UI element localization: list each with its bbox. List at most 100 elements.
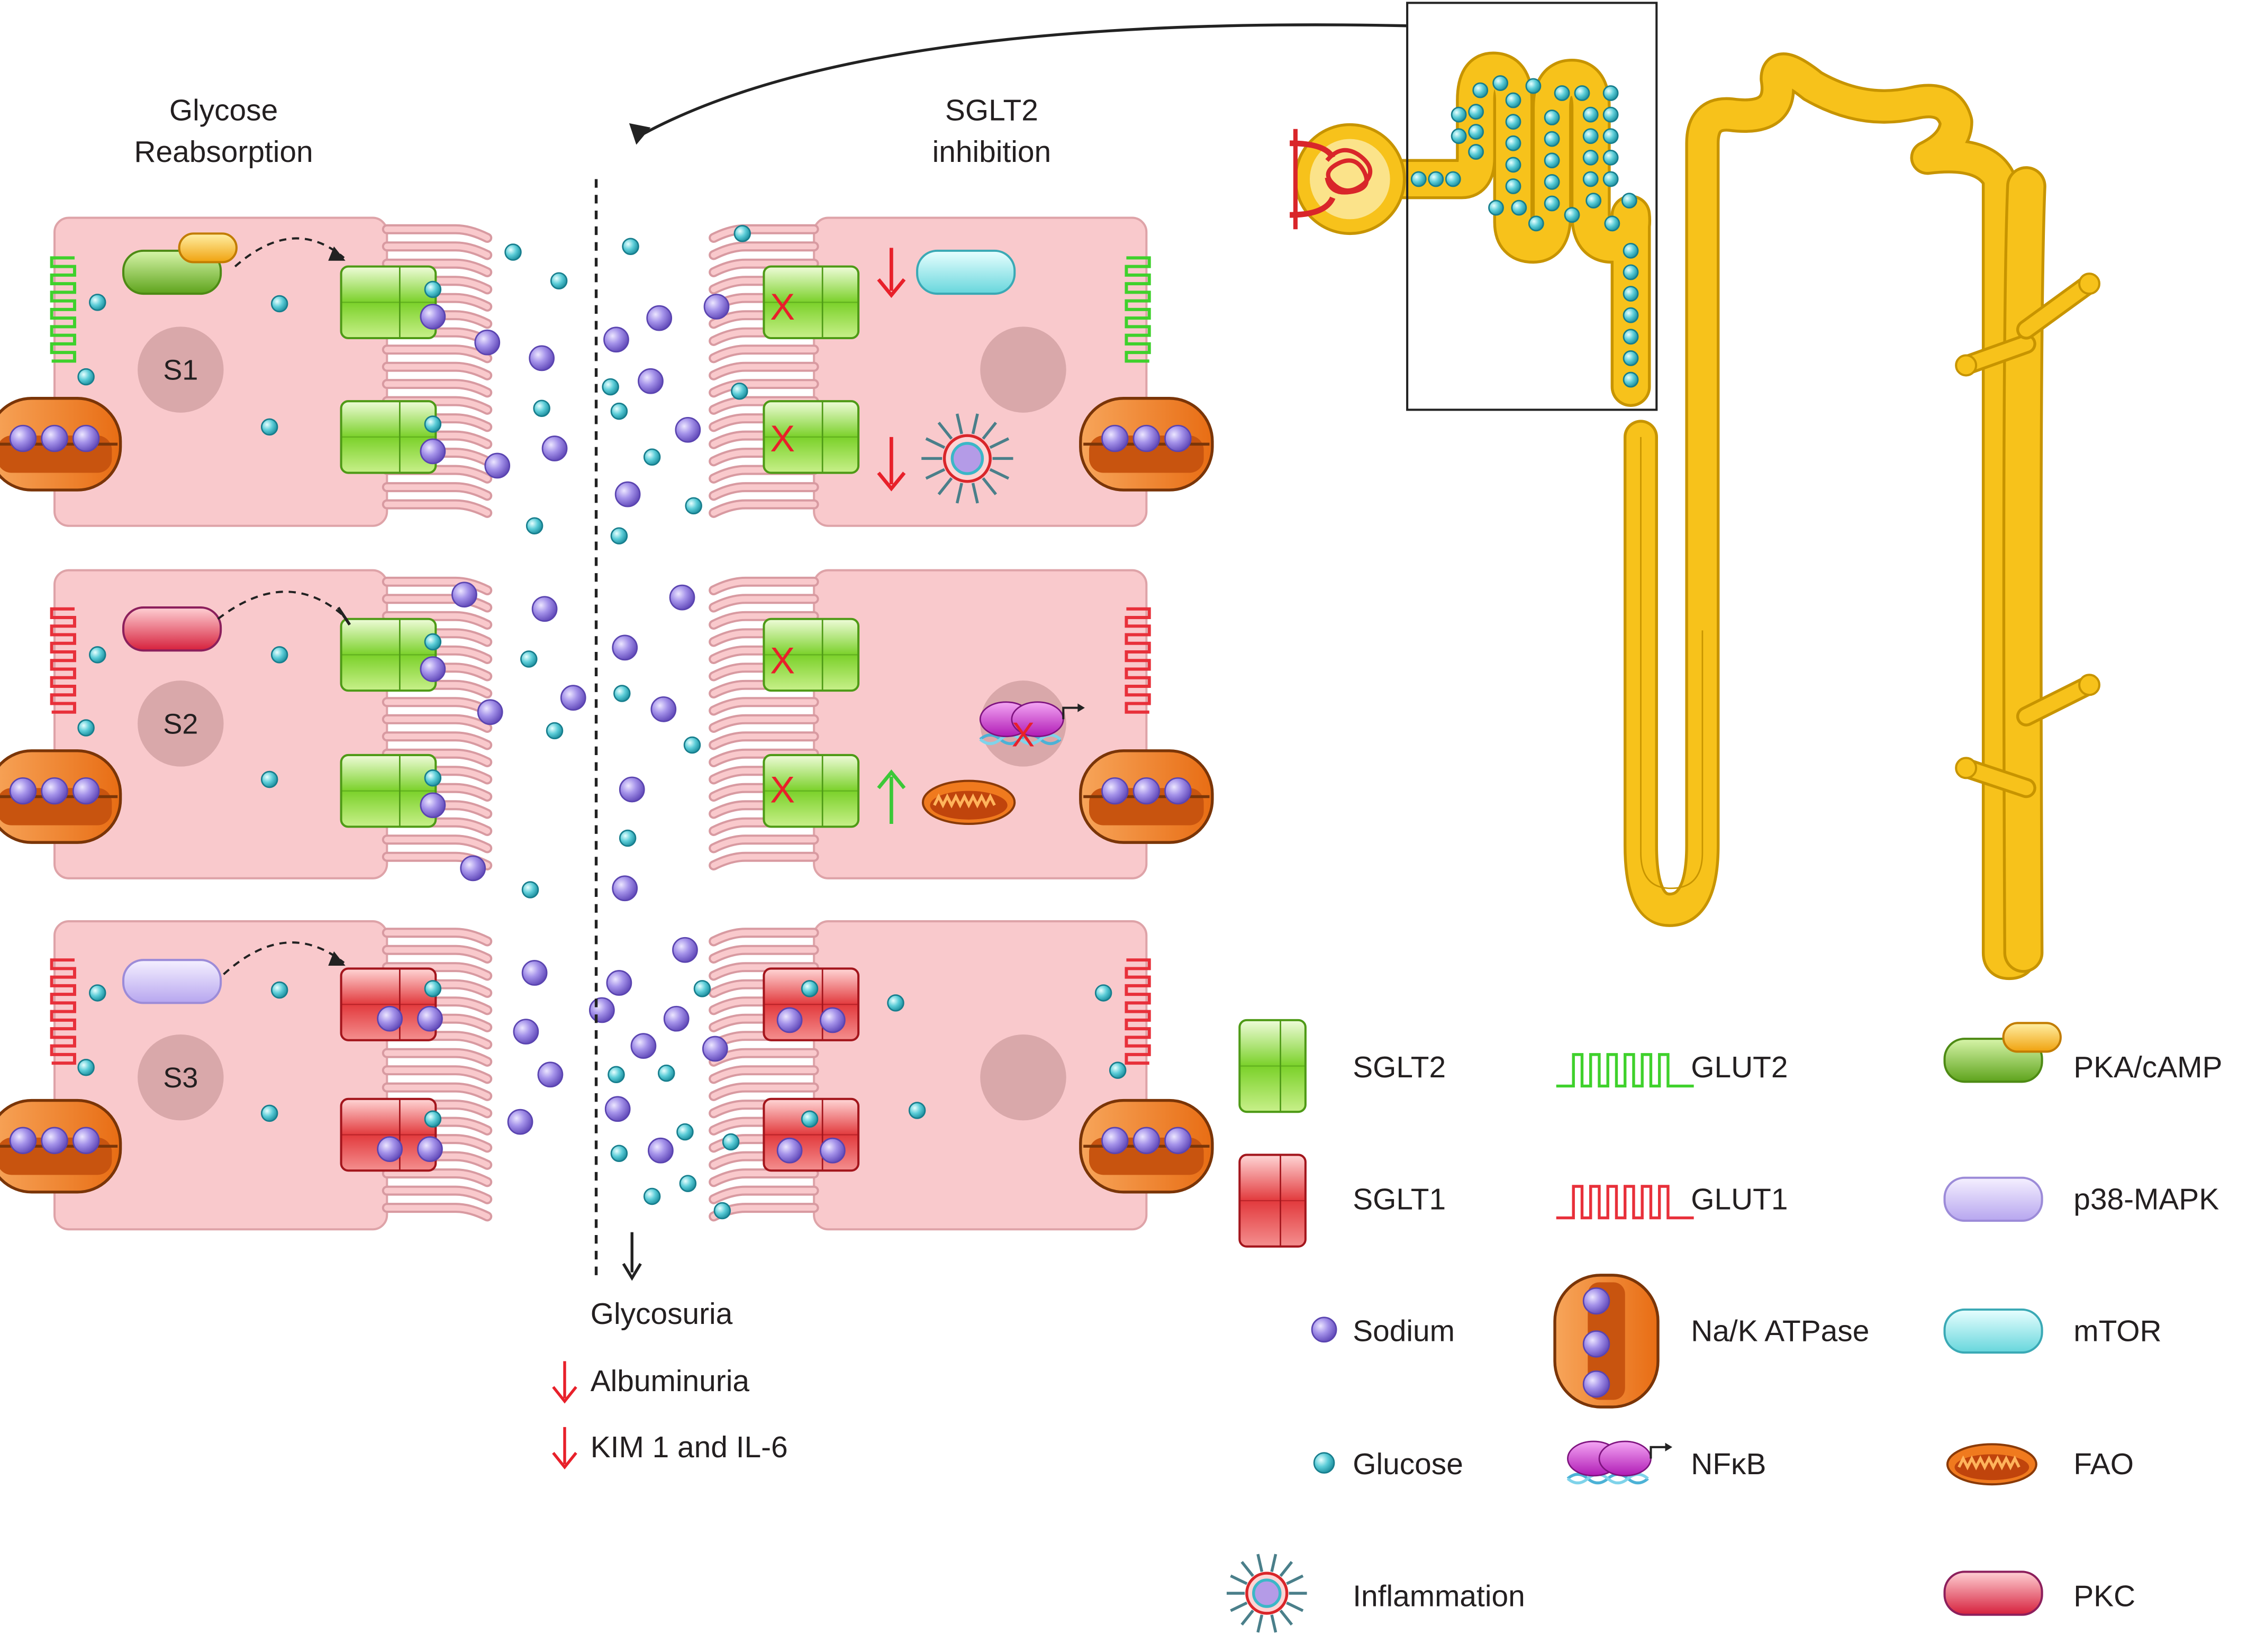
legend-label-glut1: GLUT1 [1691, 1183, 1788, 1216]
legend-label-pka: PKA/cAMP [2073, 1051, 2222, 1084]
glucose-molecule [424, 415, 442, 433]
glucose-molecule [1544, 195, 1560, 212]
glucose-molecule [610, 1145, 628, 1162]
microvillus-fill [711, 432, 817, 447]
nephron [1290, 2, 2100, 981]
sodium-ion [420, 792, 446, 819]
outcome-kim: KIM 1 and IL-6 [591, 1431, 788, 1464]
activation-arrow-s1 [234, 237, 345, 268]
glycosuria-arrowhead [622, 1263, 642, 1281]
inflammation-spike [989, 468, 1010, 480]
glucose-molecule [619, 829, 637, 847]
microvillus-fill [711, 930, 817, 945]
sodium-ion [72, 777, 100, 805]
microvillus-fill [384, 947, 491, 961]
glucose-molecule [1451, 106, 1467, 123]
inflammation-spike [955, 483, 963, 504]
sodium-ion [41, 1127, 68, 1155]
microvillus-fill [711, 1084, 817, 1099]
microvillus-fill [711, 733, 817, 748]
legend-camp [2002, 1022, 2062, 1053]
microvillus-fill [711, 819, 817, 834]
inflammation-spike [1286, 1601, 1304, 1612]
microvillus-fill [711, 613, 817, 628]
sodium-ion [776, 1007, 803, 1033]
sodium-ion [669, 584, 695, 611]
microvillus-fill [711, 999, 817, 1013]
zoom-arrow [638, 23, 1408, 138]
glut-transporter [1125, 607, 1151, 714]
microvillus-fill [384, 802, 491, 817]
microvillus-fill [711, 312, 817, 327]
legend-label-mtor: mTOR [2073, 1314, 2161, 1348]
glucose-molecule [525, 517, 543, 534]
microvillus-fill [711, 647, 817, 662]
sodium-ion [1132, 424, 1161, 452]
inflammation-spike [1240, 1609, 1254, 1626]
glucose-molecule [1621, 193, 1637, 208]
sodium-ion [589, 997, 615, 1023]
segment-label-s3: S3 [163, 1062, 198, 1094]
inflammation-spike [1279, 1609, 1293, 1626]
glucose-molecule [1602, 85, 1619, 101]
sodium-ion [648, 1137, 674, 1164]
sodium-ion [663, 1005, 690, 1032]
glucose-molecule [546, 722, 564, 740]
microvillus-fill [711, 578, 817, 593]
microvillus-fill [384, 837, 491, 851]
pct-inner [1373, 54, 1648, 404]
sodium-ion [1164, 777, 1192, 805]
glucose-molecule [1511, 199, 1527, 216]
inflammation-spike [955, 413, 963, 434]
mito-cristae [1958, 1455, 2021, 1471]
legend-label-p38: p38-MAPK [2073, 1183, 2219, 1216]
header-left-line1: Glycose [169, 94, 278, 127]
microvillus-fill [384, 1102, 491, 1117]
glucose-molecule [1544, 131, 1560, 147]
zoom-box [1406, 2, 1658, 411]
duct-branch-3-inner [2019, 677, 2097, 724]
glucose-molecule [908, 1102, 926, 1119]
microvillus-fill [711, 1170, 817, 1185]
microvillus-fill [384, 930, 491, 945]
glucose-molecule [1602, 128, 1619, 144]
header-right-line2: inhibition [932, 135, 1051, 169]
inflammation-spike [971, 483, 979, 504]
glucose-molecule [1505, 92, 1521, 108]
microvillus-fill [711, 665, 817, 679]
inflammation-spike [1230, 1601, 1248, 1612]
sodium-ion [604, 1096, 631, 1122]
microvillus-fill [711, 964, 817, 979]
microvillus-fill [711, 381, 817, 396]
sodium-ion [72, 424, 100, 452]
sodium-ion [377, 1136, 403, 1162]
inflammation-spike [1270, 1554, 1277, 1572]
sodium-ion [1582, 1370, 1610, 1398]
glucose-molecule [89, 646, 106, 664]
microvillus-fill [711, 501, 817, 516]
microvillus-fill [384, 450, 491, 465]
sodium-ion [630, 1033, 657, 1059]
activation-arrowhead-s1 [328, 246, 346, 261]
glucose-molecule [1525, 78, 1542, 94]
microvillus-fill [711, 484, 817, 499]
sodium-ion [1164, 424, 1192, 452]
inflammation-spike [971, 413, 979, 434]
microvillus-fill [384, 312, 491, 327]
microvillus-fill [384, 398, 491, 413]
glucose-molecule [1451, 128, 1467, 144]
microvillus-fill [711, 1187, 817, 1202]
microvillus-fill [384, 347, 491, 361]
glucose-molecule [270, 295, 288, 313]
glut-group [50, 256, 1151, 1065]
sodium-ion [819, 1137, 846, 1164]
glucose-molecule [1410, 171, 1427, 187]
sodium-ion [513, 1019, 539, 1045]
inhibition-arrow-s2 [217, 591, 345, 620]
sodium-ion [1311, 1317, 1337, 1343]
microvillus-fill [711, 682, 817, 696]
microvillus-fill [384, 964, 491, 979]
microvillus-fill [711, 596, 817, 611]
glucose-molecule [1488, 199, 1504, 216]
glucose-molecule [1582, 171, 1599, 187]
